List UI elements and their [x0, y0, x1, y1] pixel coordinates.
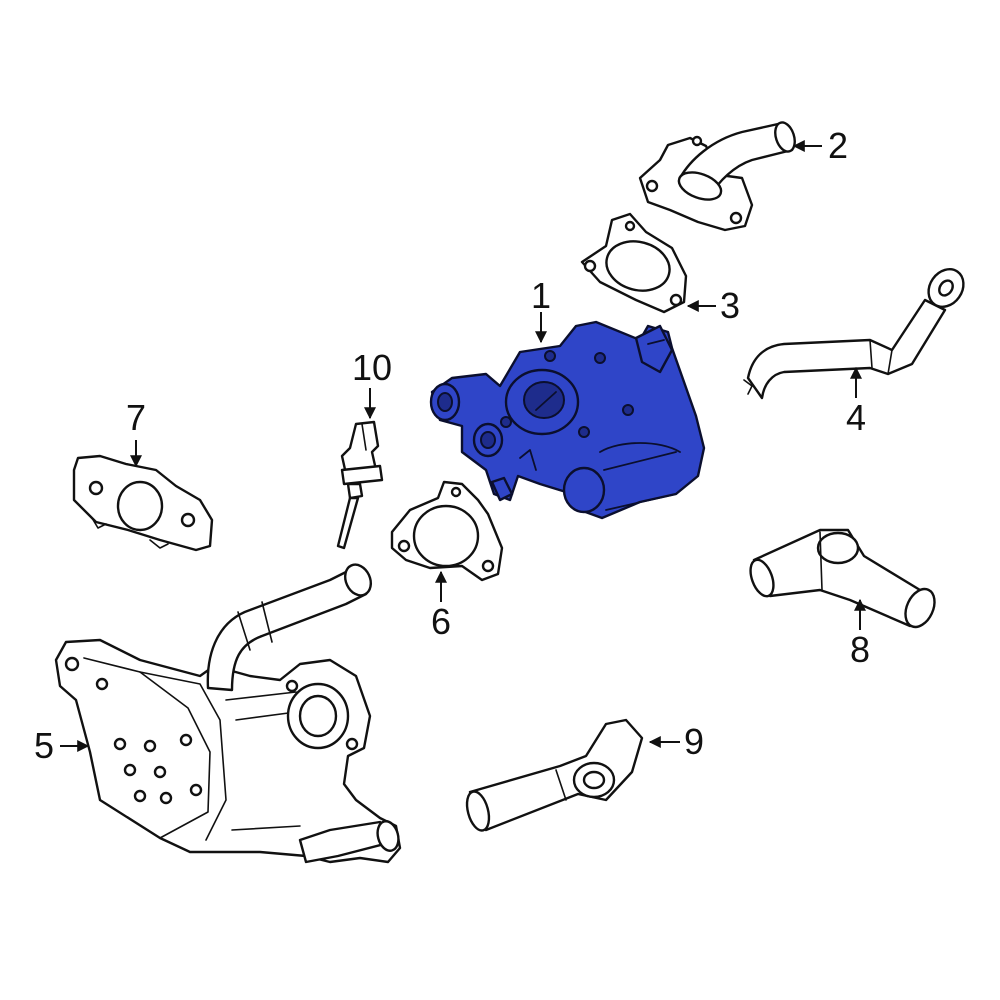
callout-4: 4 [846, 366, 866, 438]
part-4-bent-pipe[interactable] [743, 262, 971, 400]
part-8-hose[interactable] [746, 528, 940, 632]
part-5-egr-cooler[interactable] [54, 560, 402, 864]
part-3-gasket[interactable] [580, 212, 688, 314]
callout-label-5: 5 [34, 725, 54, 766]
callout-label-8: 8 [850, 629, 870, 670]
callout-label-10: 10 [352, 347, 392, 388]
callout-label-7: 7 [126, 397, 146, 438]
callout-label-9: 9 [684, 721, 704, 762]
callout-label-3: 3 [720, 285, 740, 326]
part-6-gasket[interactable] [390, 480, 504, 582]
callout-label-2: 2 [828, 125, 848, 166]
callout-9: 9 [648, 721, 704, 762]
callout-7: 7 [126, 397, 146, 468]
callout-1: 1 [531, 275, 551, 344]
callout-3: 3 [686, 285, 740, 326]
callout-2: 2 [792, 125, 848, 166]
callout-label-6: 6 [431, 601, 451, 642]
callout-label-1: 1 [531, 275, 551, 316]
callout-8: 8 [850, 598, 870, 670]
callout-label-4: 4 [846, 397, 866, 438]
part-1-egr-valve[interactable] [429, 320, 706, 520]
part-7-gasket-plate[interactable] [72, 454, 214, 552]
callout-5: 5 [34, 725, 90, 766]
part-9-hose[interactable] [463, 718, 644, 833]
part-2-coolant-pipe[interactable] [638, 120, 798, 232]
callout-6: 6 [431, 570, 451, 642]
part-10-sensor[interactable] [336, 420, 384, 550]
callout-10: 10 [352, 347, 392, 420]
